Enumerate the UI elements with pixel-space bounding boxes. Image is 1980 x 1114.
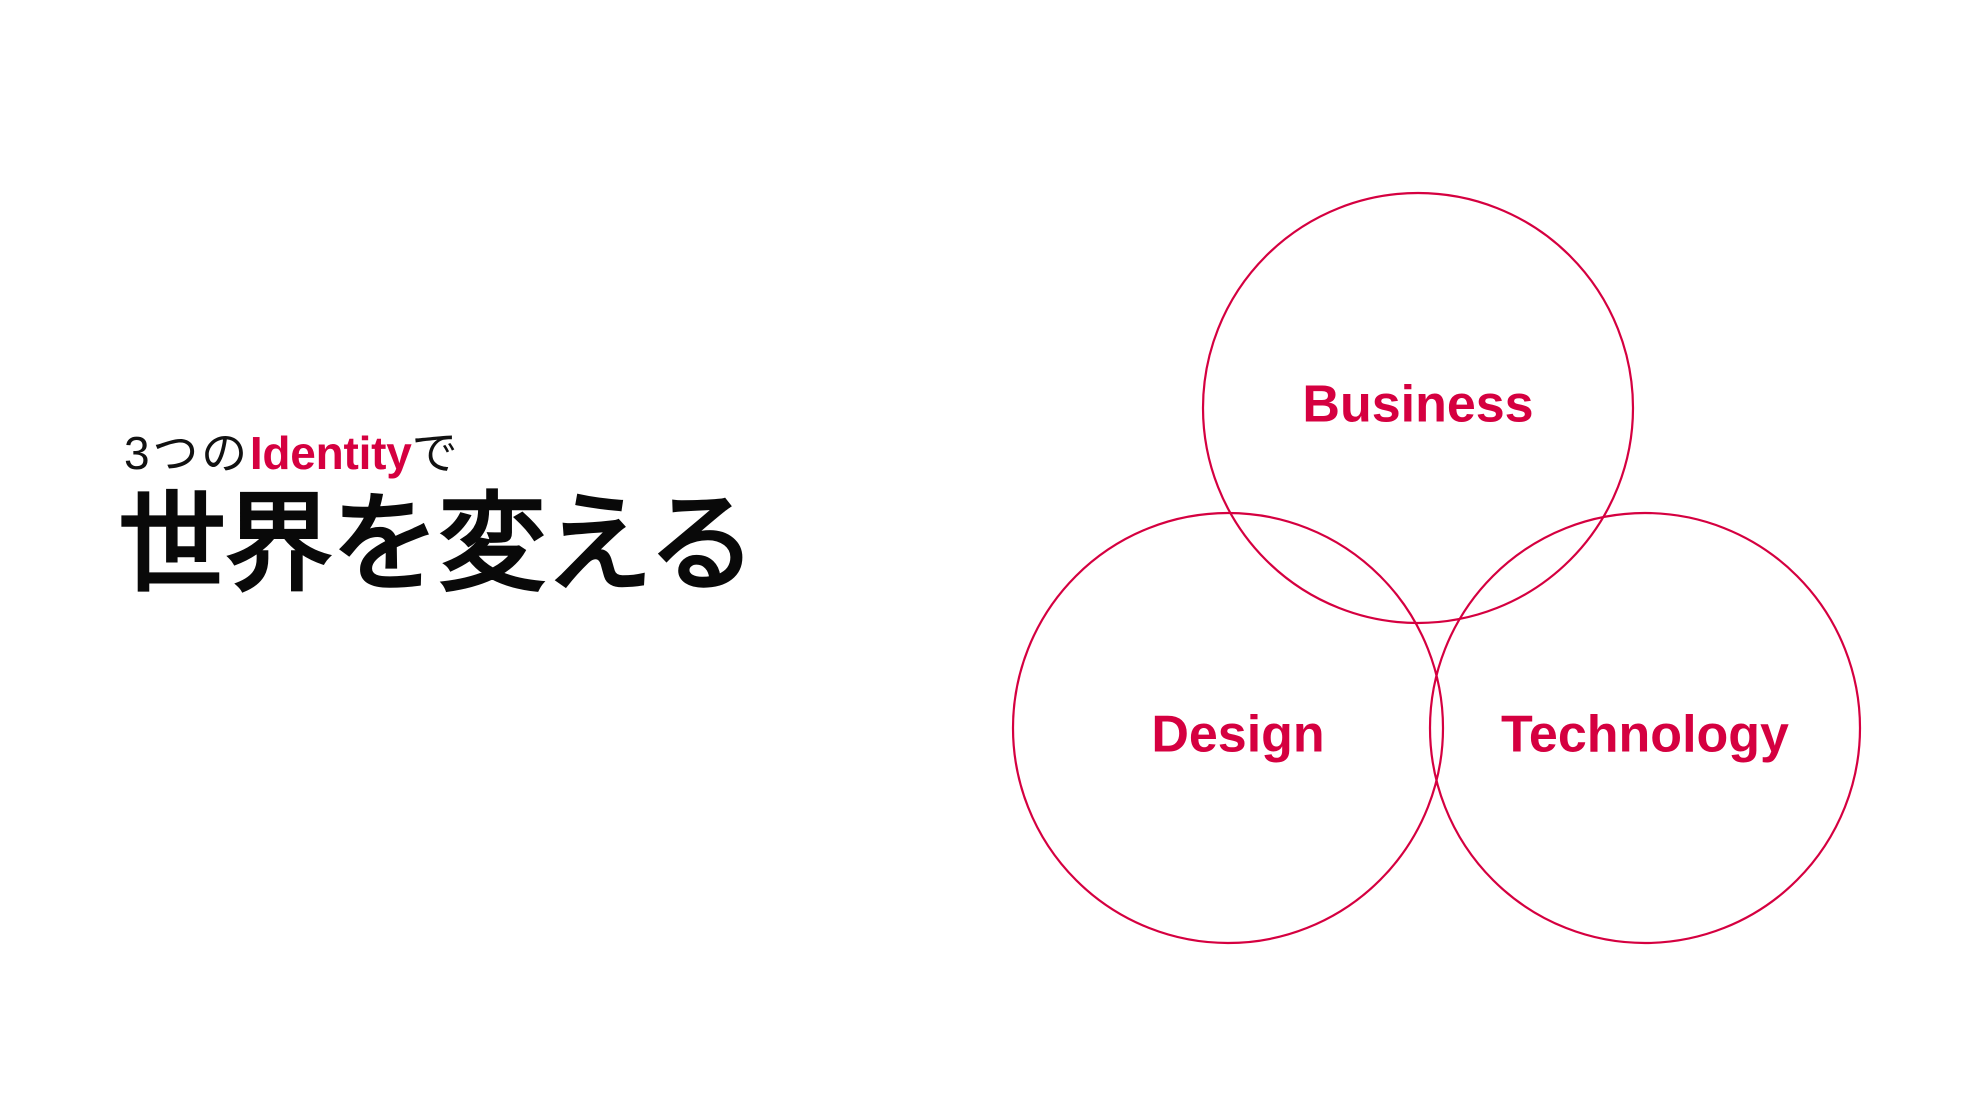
venn-circle-business	[1201, 191, 1635, 625]
venn-labels: Business Design Technology	[1151, 376, 1789, 764]
subtitle-prefix: 3つの	[124, 427, 250, 479]
venn-circles	[1011, 191, 1862, 945]
venn-label-design: Design	[1151, 706, 1324, 764]
venn-diagram: Business Design Technology	[990, 165, 1890, 965]
venn-circle-design	[1011, 511, 1445, 945]
venn-label-business: Business	[1302, 376, 1533, 434]
subtitle-suffix: で	[411, 427, 458, 479]
headline-block: 3つのIdentityで 世界を変える	[118, 430, 918, 598]
page-title: 世界を変える	[118, 483, 756, 604]
subtitle-accent: Identity	[249, 427, 412, 479]
venn-circle-technology	[1428, 511, 1862, 945]
venn-label-technology: Technology	[1501, 706, 1789, 764]
subtitle: 3つのIdentityで	[118, 430, 918, 476]
